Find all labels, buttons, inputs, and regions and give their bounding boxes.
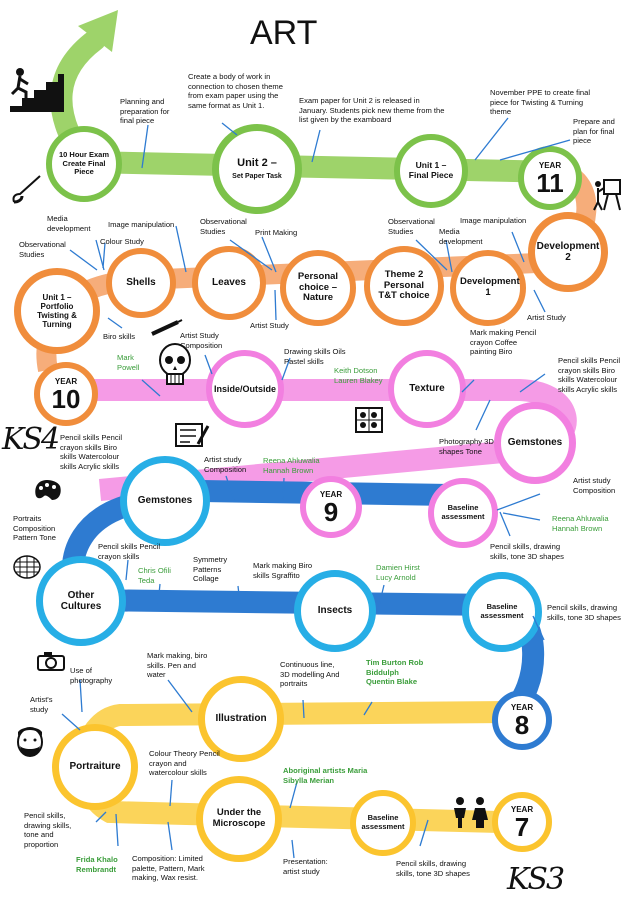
note-november-ppe: November PPE to create final piece for T…: [490, 88, 591, 116]
artist-reena-ahluwalia-2: Reena Ahluwalia Hannah Brown: [552, 514, 609, 533]
artist-frida-khalo: Frida Khalo Rembrandt: [76, 855, 118, 874]
node-shells: Shells: [106, 248, 176, 318]
note-observational-2: Observational Studies: [200, 217, 247, 236]
note-artist-study-composition-3: Artist study Composition: [573, 476, 616, 495]
node-portraiture: Portraiture: [52, 724, 138, 810]
artist-tim-burton: Tim Burton Rob Biddulph Quentin Blake: [366, 658, 424, 686]
node-personal-choice: Personal choice – Nature: [280, 250, 356, 326]
note-pencil-drawing-9: Pencil skills, drawing skills, tone 3D s…: [490, 542, 564, 561]
page-title: ART: [250, 14, 318, 52]
note-portraits-composition: Portraits Composition Pattern Tone: [13, 514, 56, 542]
bearded-face-icon: [17, 727, 43, 757]
note-observational-1: Observational Studies: [19, 240, 66, 259]
node-unit-2: Unit 2 –Set Paper Task: [212, 124, 302, 214]
node-leaves: Leaves: [192, 246, 266, 320]
node-inside-outside: Inside/Outside: [206, 350, 284, 428]
skull-icon: [159, 343, 191, 385]
note-print-making: Print Making: [255, 228, 298, 237]
node-texture: Texture: [388, 350, 466, 428]
note-planning: Planning and preparation for final piece: [120, 97, 170, 125]
note-pencil-skills-4: Pencil skills, drawing skills, tone and …: [24, 811, 72, 849]
note-image-manip-2: Image manipulation: [460, 216, 527, 225]
node-baseline-8: Baseline assessment: [462, 572, 542, 652]
note-colour-theory: Colour Theory Pencil crayon and watercol…: [149, 749, 220, 777]
stairs-climber-icon: [10, 68, 64, 112]
node-gemstones-blue: Gemstones: [120, 456, 210, 546]
note-media-dev-2: Media development: [439, 227, 483, 246]
note-pencil-skills-1: Pencil skills Pencil crayon skills Biro …: [558, 356, 621, 394]
ks3-label: KS3: [507, 862, 565, 897]
node-theme-2: Theme 2 Personal T&T choice: [364, 246, 444, 326]
note-continuous-line: Continuous line, 3D modelling And portra…: [280, 660, 340, 688]
node-development-2: Development 2: [528, 212, 608, 292]
children-icon: [454, 797, 488, 828]
node-10-hour-exam: 10 Hour Exam Create Final Piece: [46, 126, 122, 202]
node-unit-1-portfolio: Unit 1 – Portfolio Twisting & Turning: [14, 268, 100, 354]
note-colour-study: Colour Study: [100, 237, 144, 246]
node-baseline-7: Baseline assessment: [350, 790, 416, 856]
crosshatch-circle-icon: [13, 555, 41, 579]
note-pencil-skills-3: Pencil skills Pencil crayon skills: [98, 542, 161, 561]
note-use-of-photography: Use of photography: [70, 666, 113, 685]
note-image-manip-1: Image manipulation: [108, 220, 175, 229]
note-pencil-skills-2: Pencil skills Pencil crayon skills Biro …: [60, 433, 123, 471]
node-unit-1-final: Unit 1 – Final Piece: [394, 134, 468, 208]
pencil-icon: [151, 319, 183, 336]
green-road-2: [83, 151, 561, 183]
note-presentation: Presentation: artist study: [283, 857, 328, 876]
note-media-dev-1: Media development: [47, 214, 91, 233]
note-artist-study-1: Artist Study: [250, 321, 289, 330]
sketchbook-icon: [175, 423, 210, 447]
artist-damien-hirst: Damien Hirst Lucy Arnold: [376, 563, 420, 582]
note-artists-study: Artist's study: [30, 695, 53, 714]
node-under-the-microscope: Under the Microscope: [196, 776, 282, 862]
note-pencil-drawing-8: Pencil skills, drawing skills, tone 3D s…: [547, 603, 621, 622]
note-biro-skills: Biro skills: [103, 332, 136, 341]
note-prepare: Prepare and plan for final piece: [573, 117, 615, 145]
artist-keith-dotson: Keith Dotson Lauren Blakey: [334, 366, 383, 385]
artist-aboriginal: Aboriginal artists Maria Sibylla Merian: [283, 766, 368, 785]
paintbrush-icon: [12, 175, 41, 204]
camera-icon: [37, 652, 65, 671]
arrow-head: [78, 10, 118, 52]
node-illustration: Illustration: [198, 676, 284, 762]
note-composition: Composition: Limited palette, Pattern, M…: [132, 854, 205, 882]
textured-square-icon: [355, 407, 383, 433]
note-artist-study-2: Artist Study: [527, 313, 566, 322]
note-drawing-skills: Drawing skills Oils Pastel skills: [284, 347, 346, 366]
note-body-of-work: Create a body of work in connection to c…: [188, 72, 283, 110]
node-other-cultures: Other Cultures: [36, 556, 126, 646]
note-observational-3: Observational Studies: [388, 217, 435, 236]
note-mark-making-2: Mark making Biro skills Sgraffito: [253, 561, 313, 580]
note-pencil-drawing-7: Pencil skills, drawing skills, tone 3D s…: [396, 859, 470, 878]
palette-icon: [35, 480, 61, 500]
note-artist-study-composition-1: Artist Study Composition: [180, 331, 223, 350]
note-exam-paper: Exam paper for Unit 2 is released in Jan…: [299, 96, 445, 124]
note-mark-making-1: Mark making Pencil crayon Coffee paintin…: [470, 328, 537, 356]
easel-painter-icon: [593, 179, 621, 211]
node-gemstones-pink: Gemstones: [494, 402, 576, 484]
note-mark-making-biro: Mark making, biro skills. Pen and water: [147, 651, 208, 679]
artist-chris-ofili: Chris Ofili Teda: [138, 566, 171, 585]
node-baseline-9: Baseline assessment: [428, 478, 498, 548]
note-artist-study-composition-2: Artist study Composition: [204, 455, 247, 474]
artist-reena-ahluwalia-1: Reena Ahluwalia Hannah Brown: [263, 456, 320, 475]
note-photography-3d: Photography 3D shapes Tone: [439, 437, 494, 456]
note-symmetry: Symmetry Patterns Collage: [193, 555, 228, 583]
node-development-1: Development 1: [450, 250, 526, 326]
ks4-label: KS4: [2, 422, 60, 457]
node-insects: Insects: [294, 570, 376, 652]
artist-mark-powell: Mark Powell: [117, 353, 140, 372]
